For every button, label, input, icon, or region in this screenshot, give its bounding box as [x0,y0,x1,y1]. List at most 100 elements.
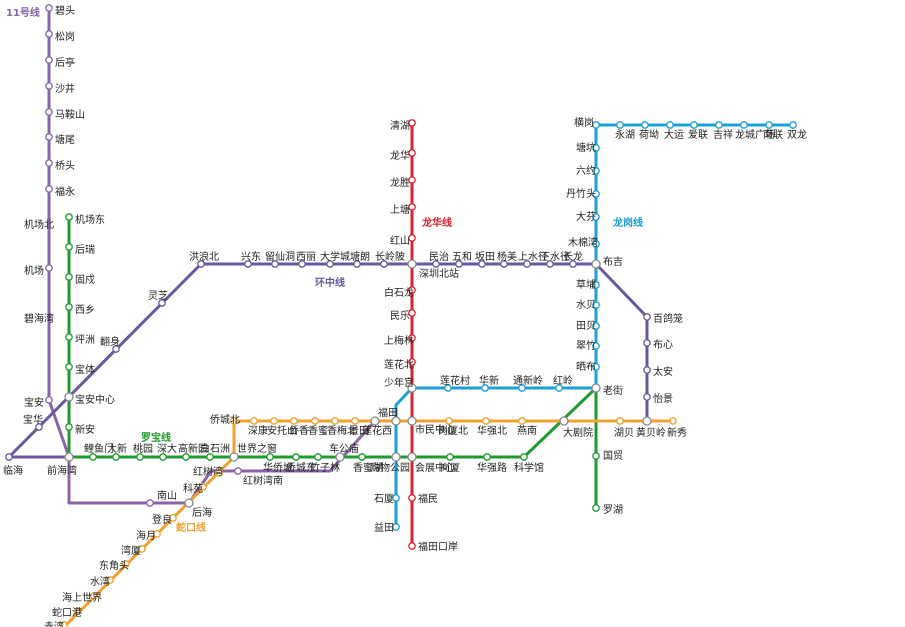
station-marker[interactable] [159,453,167,461]
station-marker[interactable] [60,621,68,627]
station-marker[interactable] [445,417,453,425]
station-marker[interactable] [353,260,361,268]
station-marker[interactable] [408,542,416,550]
station-marker[interactable] [408,176,416,184]
station-marker[interactable] [408,234,416,242]
station-marker[interactable] [765,121,773,129]
station-marker[interactable] [408,334,416,342]
station-marker[interactable] [112,453,120,461]
station-marker[interactable] [592,144,600,152]
station-marker[interactable] [391,416,401,426]
station-marker[interactable] [592,213,600,221]
station-marker[interactable] [292,453,300,461]
station-marker[interactable] [407,452,417,462]
station-marker[interactable] [64,452,74,462]
station-marker[interactable] [408,286,416,294]
station-marker[interactable] [380,260,388,268]
station-marker[interactable] [153,530,161,538]
station-marker[interactable] [65,213,73,221]
station-marker[interactable] [90,592,98,600]
station-marker[interactable] [65,363,73,371]
station-marker[interactable] [64,392,74,402]
station-marker[interactable] [666,121,674,129]
station-marker[interactable] [298,260,306,268]
station-marker[interactable] [715,121,723,129]
station-marker[interactable] [446,453,454,461]
station-marker[interactable] [326,260,334,268]
station-marker[interactable] [408,203,416,211]
station-marker[interactable] [65,423,73,431]
station-marker[interactable] [311,417,319,425]
station-marker[interactable] [215,469,223,477]
station-marker[interactable] [518,417,526,425]
station-marker[interactable] [351,417,359,425]
station-marker[interactable] [643,366,651,374]
station-marker[interactable] [391,452,401,462]
station-marker[interactable] [392,523,400,531]
station-marker[interactable] [35,423,43,431]
station-marker[interactable] [407,416,417,426]
station-marker[interactable] [591,383,601,393]
station-marker[interactable] [89,453,97,461]
station-marker[interactable] [138,545,146,553]
station-marker[interactable] [592,167,600,175]
station-marker[interactable] [518,384,526,392]
station-marker[interactable] [407,383,417,393]
station-marker[interactable] [523,260,531,268]
station-marker[interactable] [370,416,380,426]
station-marker[interactable] [520,453,528,461]
station-marker[interactable] [591,259,601,269]
station-marker[interactable] [481,384,489,392]
station-marker[interactable] [65,243,73,251]
station-marker[interactable] [244,260,252,268]
station-marker[interactable] [408,494,416,502]
station-marker[interactable] [169,514,177,522]
station-marker[interactable] [182,453,190,461]
station-marker[interactable] [408,119,416,127]
station-marker[interactable] [206,453,214,461]
station-marker[interactable] [250,417,258,425]
station-marker[interactable] [65,303,73,311]
station-marker[interactable] [106,576,114,584]
station-marker[interactable] [112,345,120,353]
station-marker[interactable] [483,453,491,461]
station-marker[interactable] [592,240,600,248]
station-marker[interactable] [331,417,339,425]
station-marker[interactable] [314,453,322,461]
station-marker[interactable] [65,273,73,281]
station-marker[interactable] [266,453,274,461]
station-marker[interactable] [45,82,53,90]
station-marker[interactable] [592,452,600,460]
station-marker[interactable] [592,301,600,309]
station-marker[interactable] [199,483,207,491]
station-marker[interactable] [643,339,651,347]
station-marker[interactable] [669,417,677,425]
station-marker[interactable] [408,149,416,157]
station-marker[interactable] [690,121,698,129]
station-marker[interactable] [641,121,649,129]
station-marker[interactable] [482,417,490,425]
station-marker[interactable] [546,260,554,268]
station-marker[interactable] [271,260,279,268]
station-marker[interactable] [592,342,600,350]
station-marker[interactable] [290,417,298,425]
station-marker[interactable] [643,313,651,321]
station-marker[interactable] [45,396,53,404]
station-marker[interactable] [408,358,416,366]
station-marker[interactable] [229,452,239,462]
station-marker[interactable] [740,121,748,129]
station-marker[interactable] [642,416,652,426]
station-marker[interactable] [45,4,53,12]
station-marker[interactable] [559,416,569,426]
station-marker[interactable] [407,259,417,269]
station-marker[interactable] [643,393,651,401]
station-marker[interactable] [592,281,600,289]
station-marker[interactable] [592,504,600,512]
station-marker[interactable] [270,417,278,425]
station-marker[interactable] [158,299,166,307]
station-marker[interactable] [455,260,463,268]
station-marker[interactable] [146,499,154,507]
station-marker[interactable] [45,108,53,116]
station-marker[interactable] [500,260,508,268]
station-marker[interactable] [45,185,53,193]
